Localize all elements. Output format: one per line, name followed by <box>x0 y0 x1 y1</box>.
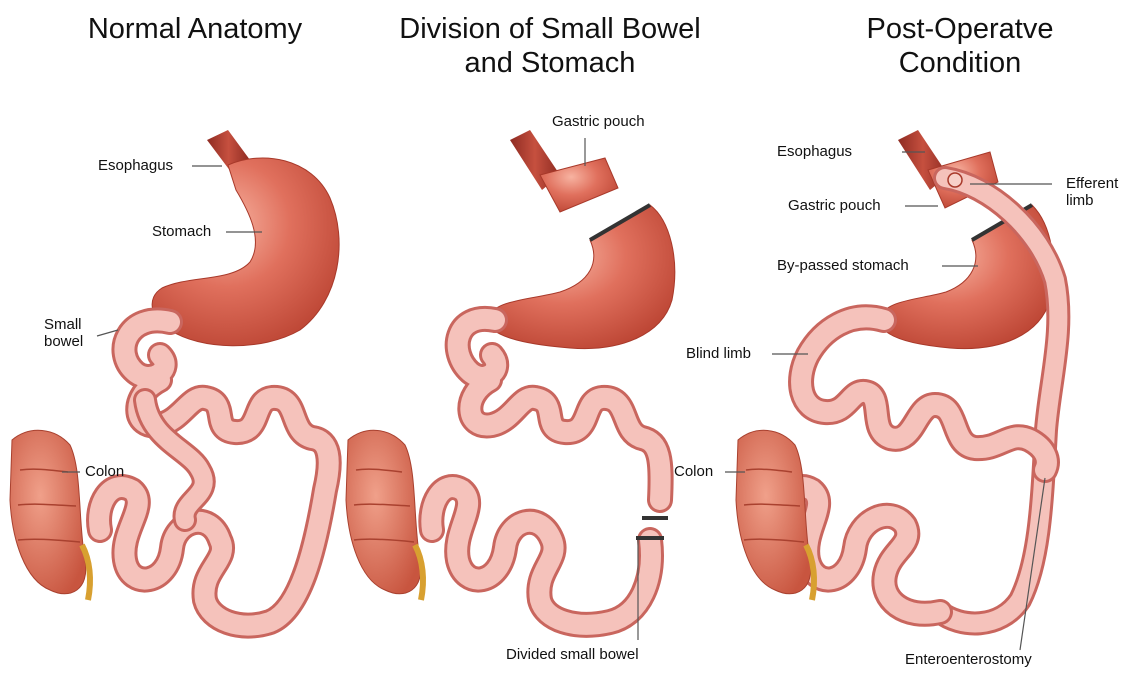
panel-1-drawing <box>10 130 339 626</box>
label-divided-small-bowel: Divided small bowel <box>506 646 639 664</box>
label-efferent-limb-line2: limb <box>1066 192 1094 210</box>
colon-shape <box>736 430 811 593</box>
label-gastric-pouch: Gastric pouch <box>788 197 881 215</box>
label-esophagus: Esophagus <box>98 157 173 175</box>
label-stomach: Stomach <box>152 223 211 241</box>
colon-shape <box>346 430 421 593</box>
label-gastric-pouch: Gastric pouch <box>552 113 645 131</box>
label-small-bowel-line2: bowel <box>44 333 83 351</box>
colon-shape <box>10 430 86 593</box>
label-enteroenterostomy: Enteroenterostomy <box>905 651 1032 669</box>
label-efferent-limb-line1: Efferent <box>1066 175 1118 193</box>
label-esophagus: Esophagus <box>777 143 852 161</box>
panel-2-drawing <box>346 130 675 640</box>
label-bypassed-stomach: By-passed stomach <box>777 257 909 275</box>
label-blind-limb: Blind limb <box>686 345 751 363</box>
divided-stomach-shape <box>488 205 675 349</box>
label-small-bowel-line1: Small <box>44 316 82 334</box>
label-colon: Colon <box>85 463 124 481</box>
label-colon: Colon <box>674 463 713 481</box>
panel-3-drawing <box>725 130 1058 650</box>
